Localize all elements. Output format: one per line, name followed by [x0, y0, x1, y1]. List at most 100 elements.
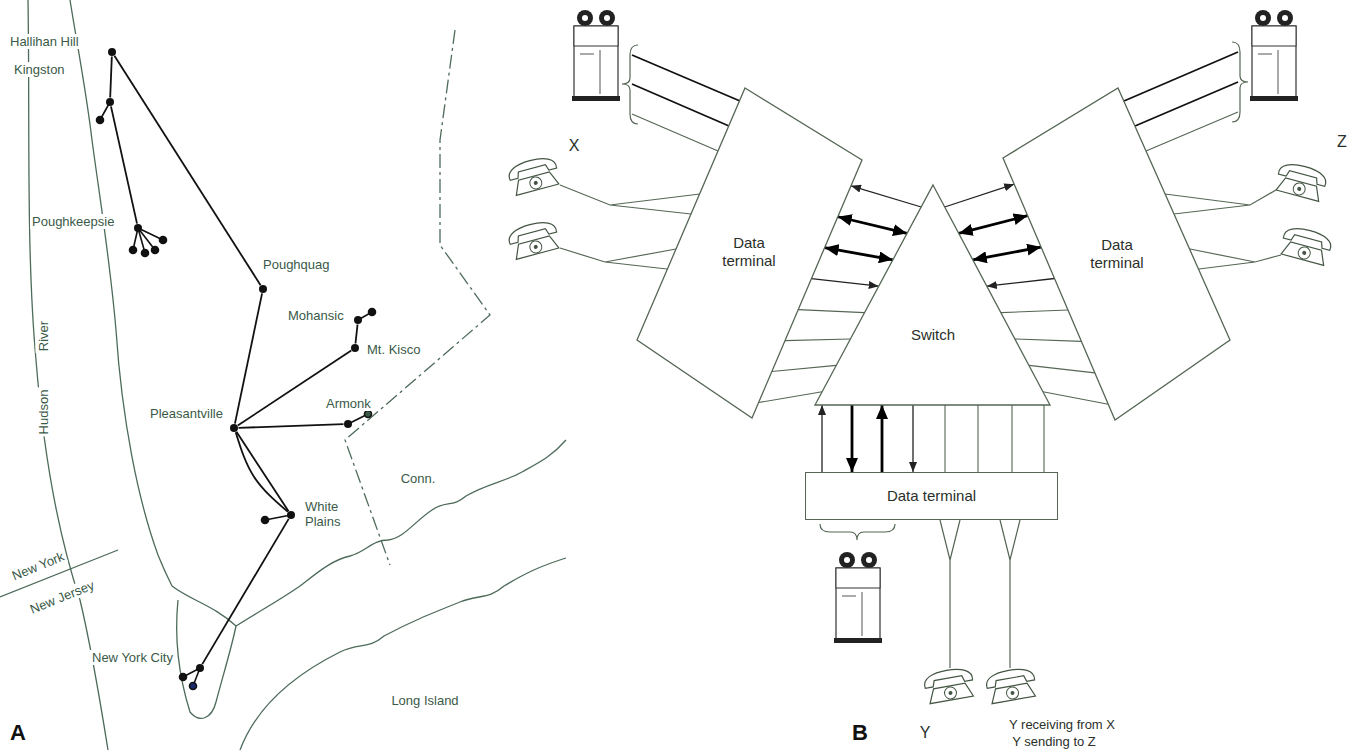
- microwave-link: [236, 432, 288, 512]
- place-label: Kingston: [12, 62, 67, 77]
- data-channel-arrow: [825, 248, 893, 260]
- station-letter: X: [567, 137, 582, 155]
- box-outline: [815, 185, 1052, 407]
- place-label: Mt. Kisco: [365, 342, 422, 357]
- channel-line: [1043, 405, 1044, 472]
- data-channel-arrow: [881, 405, 884, 472]
- river-label: Hudson: [36, 388, 51, 437]
- data-channel-arrow: [821, 405, 822, 472]
- microwave-link: [202, 519, 288, 664]
- state-label: New Jersey: [26, 577, 98, 618]
- text-block: Data terminal: [709, 234, 789, 270]
- box-outline: [815, 185, 1050, 405]
- site-dot: Poughquag: [259, 285, 267, 293]
- tape-unit: [572, 10, 620, 101]
- box-outline: [637, 88, 862, 418]
- tape-unit: [834, 552, 882, 643]
- data-channel-arrow: [851, 186, 921, 207]
- data-terminal-box: Data terminal: [1003, 88, 1230, 420]
- place-label: Poughkeepsie: [30, 214, 116, 229]
- state-label: Conn.: [399, 471, 438, 486]
- data-channel-arrow: [912, 405, 913, 472]
- box-label: Data terminal: [887, 487, 976, 505]
- channel-line: [1043, 392, 1108, 404]
- channel-line: [772, 365, 836, 371]
- site-dot: Armonk: [344, 420, 352, 428]
- place-label: Mohansic: [286, 308, 346, 323]
- place-label: New York City: [90, 650, 175, 665]
- box-label: Data terminal: [709, 234, 789, 270]
- channel-line: [1001, 310, 1068, 313]
- station-letter: Y: [918, 724, 933, 742]
- box-outline: [1003, 88, 1230, 420]
- microwave-link: [236, 432, 288, 511]
- microwave-link: [238, 350, 351, 425]
- place-label: White Plains: [303, 499, 353, 529]
- box-label: Data terminal: [1077, 236, 1157, 272]
- telephone: [506, 154, 561, 196]
- text-block: Switch: [893, 326, 973, 344]
- region-label: Long Island: [389, 693, 460, 708]
- connectors: [110, 56, 1054, 664]
- data-channel-arrow: [811, 279, 878, 287]
- site-dot: Kingston: [106, 98, 114, 106]
- data-channel-arrow: [851, 405, 854, 472]
- channel-line: [798, 310, 864, 313]
- microwave-link: [238, 424, 343, 428]
- microwave-link: [355, 324, 357, 343]
- manhattan-shore: [177, 600, 236, 718]
- data-terminal-box: Data terminal: [637, 88, 862, 418]
- state-line-conn: [345, 30, 490, 565]
- site-dot: Mohansic: [354, 316, 362, 324]
- microwave-link: [235, 293, 262, 423]
- panel-letter: A: [8, 720, 28, 746]
- map-shorelines: [0, 0, 566, 750]
- channel-line: [1015, 339, 1082, 341]
- data-channel-arrow: [838, 217, 907, 234]
- channel-line: [1011, 405, 1012, 472]
- station-letter: Z: [1335, 133, 1349, 151]
- channel-line: [759, 392, 822, 403]
- site-dot: Poughkeepsie: [134, 224, 142, 232]
- river-label: River: [36, 319, 51, 353]
- site-dot: New York City: [196, 664, 204, 672]
- peripheral-wiring: [560, 42, 1281, 668]
- site-dot: Hallihan Hill: [108, 48, 116, 56]
- channel-line: [785, 339, 850, 341]
- text-block: Data terminal: [1077, 236, 1157, 272]
- status-note: Y receiving from X: [1007, 717, 1117, 732]
- river-east-bank: [70, 0, 172, 586]
- data-channel-arrow: [959, 216, 1028, 234]
- data-channel-arrow: [987, 279, 1055, 287]
- tape-bracket: [820, 524, 895, 540]
- data-channel-arrow: [945, 184, 1015, 207]
- channel-line: [977, 405, 978, 472]
- telephone: [1279, 224, 1334, 266]
- river-west-bank: [28, 0, 108, 750]
- telephone: [923, 666, 976, 704]
- switch-triangle: Switch: [815, 185, 1050, 405]
- place-label: Hallihan Hill: [8, 34, 81, 49]
- data-terminal-box: Data terminal: [805, 472, 1058, 520]
- tape-unit: [1250, 10, 1298, 101]
- channel-line: [944, 405, 945, 472]
- sound-shore: [172, 440, 566, 626]
- microwave-link: [114, 56, 260, 285]
- channel-line: [1029, 365, 1095, 372]
- site-dot: Mt. Kisco: [351, 344, 359, 352]
- box-label: Switch: [893, 326, 973, 344]
- telephone: [506, 218, 561, 260]
- telephone: [1274, 160, 1329, 202]
- place-label: Pleasantville: [148, 406, 225, 421]
- microwave-link: [111, 106, 137, 223]
- place-label: Poughquag: [261, 257, 332, 272]
- panel-letter: B: [850, 720, 870, 746]
- long-island-shore: [240, 558, 566, 750]
- microwave-link: [110, 56, 112, 97]
- text-block: Data terminal: [887, 487, 976, 505]
- place-label: Armonk: [324, 396, 373, 411]
- data-channel-arrow: [973, 247, 1041, 260]
- unnamed-site-stubs: [97, 102, 376, 690]
